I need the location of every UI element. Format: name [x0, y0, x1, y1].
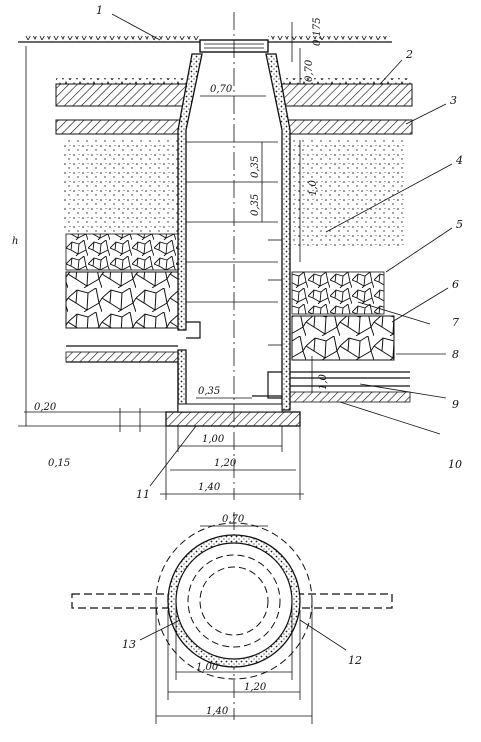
rubble-layer — [65, 271, 395, 361]
dim-outer-diameter: 1,40 — [198, 482, 221, 493]
ladder-rungs — [186, 141, 282, 346]
callout-13: 13 — [122, 638, 136, 651]
manhole-wall-right — [265, 53, 291, 411]
dim-top-thickness: 0,175 — [312, 17, 323, 46]
callout-11: 11 — [136, 488, 150, 501]
callout-7: 7 — [452, 316, 459, 329]
dim-tray-offset: 1,0 — [318, 373, 329, 390]
ground-surface — [18, 36, 392, 43]
dim-rung-spacing-b: 0,35 — [250, 194, 261, 216]
plan-outer-ring — [155, 522, 313, 680]
dim-inner-diameter: 1,00 — [202, 434, 225, 445]
callout-10: 10 — [448, 458, 462, 471]
plan-dim-inner: 1,00 — [196, 662, 219, 673]
base-slab — [165, 403, 301, 427]
crushed-stone-layer — [65, 233, 385, 315]
plan-dim-opening: 0,70 — [222, 514, 245, 525]
callout-4: 4 — [455, 154, 463, 167]
dim-top-opening: 0,70 — [210, 84, 233, 95]
callout-leaders — [111, 13, 453, 487]
manhole-wall-left — [177, 53, 203, 413]
plan-dim-outer: 1,40 — [206, 706, 229, 717]
plan-view — [71, 512, 393, 720]
dim-height-h: h — [12, 236, 18, 247]
dim-base-depth: 0,20 — [34, 402, 57, 413]
callout-6: 6 — [452, 278, 459, 291]
callout-2: 2 — [405, 48, 413, 61]
dim-neck-height: 0,70 — [304, 59, 315, 82]
callout-3: 3 — [450, 94, 457, 107]
callout-1: 1 — [96, 4, 103, 17]
plan-dim-middle: 1,20 — [244, 682, 267, 693]
dim-base-slab: 0,15 — [48, 458, 70, 469]
plan-opening — [199, 566, 269, 636]
sand-layer — [62, 140, 406, 246]
callout-8: 8 — [452, 348, 459, 361]
pipe-connections — [66, 321, 282, 412]
dim-shaft-depth: 1,0 — [308, 179, 319, 196]
dim-rung-spacing-a: 0,35 — [250, 156, 261, 178]
callout-12: 12 — [348, 654, 362, 667]
callout-5: 5 — [456, 218, 463, 231]
dim-middle-diameter: 1,20 — [214, 458, 237, 469]
section-dimension-lines — [18, 22, 313, 500]
plan-dimension-lines — [139, 525, 347, 724]
dim-base-step: 0,35 — [198, 386, 220, 397]
callout-9: 9 — [452, 398, 459, 411]
